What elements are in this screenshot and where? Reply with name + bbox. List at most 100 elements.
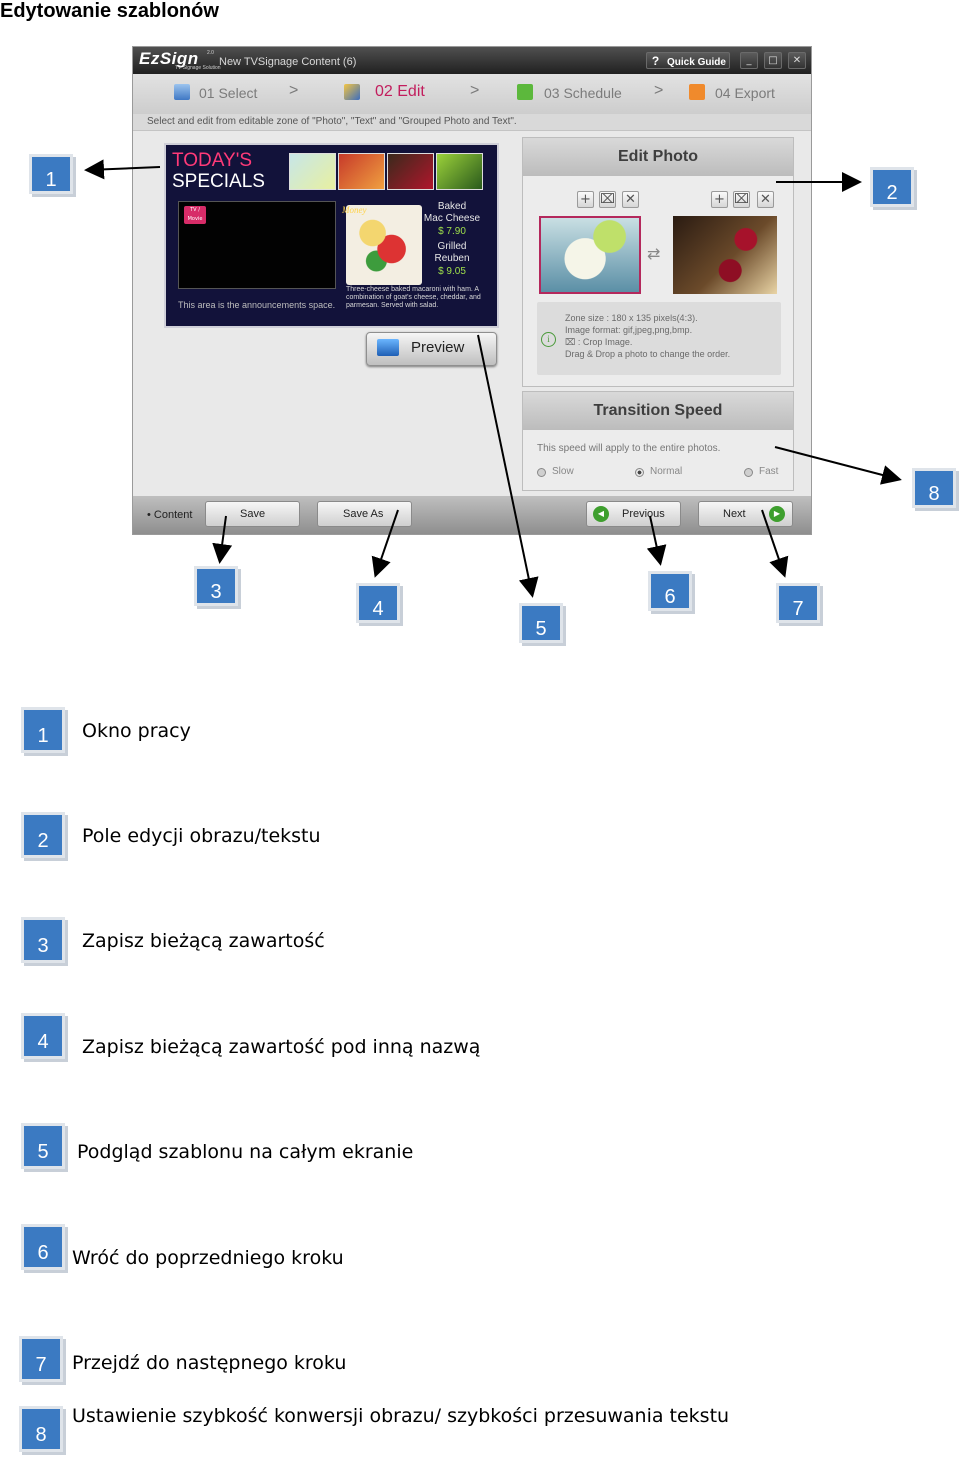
callout-badge-7: 7 xyxy=(776,583,820,623)
photo-slot-2[interactable] xyxy=(673,216,777,294)
ezsign-window: EzSign 2.0 TV Signage Solution New TVSig… xyxy=(133,47,811,534)
photo-slot-1[interactable] xyxy=(539,216,641,294)
speed-slow-radio[interactable] xyxy=(537,468,546,477)
legend-text-4: Zapisz bieżącą zawartość pod inną nazwą xyxy=(82,1036,481,1058)
callout-badge-3: 3 xyxy=(194,566,238,606)
step-separator: > xyxy=(470,82,480,99)
arrow-3 xyxy=(212,515,233,564)
arrow-6 xyxy=(646,515,667,566)
select-step-icon xyxy=(174,84,190,100)
menu-item2-price: $ 9.05 xyxy=(438,266,466,277)
legend-text-5: Podgląd szablonu na całym ekranie xyxy=(77,1141,414,1163)
callout-arrows xyxy=(84,159,902,598)
minimize-button[interactable]: _ xyxy=(740,52,758,69)
info-zone-size: Zone size : 180 x 135 pixels(4:3). xyxy=(565,313,698,323)
speed-fast-radio[interactable] xyxy=(744,468,753,477)
thumbnail-photo[interactable] xyxy=(387,153,434,190)
template-title-line1: TODAY'S xyxy=(172,150,252,171)
add-photo-button[interactable]: + xyxy=(711,191,728,208)
close-button[interactable]: ✕ xyxy=(788,52,806,69)
crop-photo-button[interactable]: ⌧ xyxy=(733,191,750,208)
next-button[interactable]: Next ▶ xyxy=(698,501,793,527)
legend-badge-5: 5 xyxy=(21,1123,65,1169)
food-photo[interactable] xyxy=(346,205,422,285)
window-title: New TVSignage Content (6) xyxy=(219,56,357,68)
previous-label: Previous xyxy=(622,508,665,520)
instruction-bar: Select and edit from editable zone of "P… xyxy=(133,114,811,131)
legend-badge-2: 2 xyxy=(21,812,65,858)
speed-normal-radio[interactable] xyxy=(635,468,644,477)
menu-item2-name1: Grilled xyxy=(437,241,467,252)
maximize-button[interactable]: □ xyxy=(764,52,782,69)
export-step-icon xyxy=(689,84,705,100)
callout-badge-2: 2 xyxy=(870,167,914,207)
logo-subtitle: TV Signage Solution xyxy=(175,65,221,71)
legend-badge-1: 1 xyxy=(21,707,65,753)
transition-speed-panel: Transition Speed This speed will apply t… xyxy=(522,391,794,491)
arrow-left-icon: ◀ xyxy=(593,506,609,522)
legend-text-3: Zapisz bieżącą zawartość xyxy=(82,930,325,952)
menu-item1-price: $ 7.90 xyxy=(438,226,466,237)
previous-button[interactable]: ◀ Previous xyxy=(586,501,681,527)
arrow-8 xyxy=(774,446,902,485)
money-label: Money xyxy=(342,205,367,215)
add-photo-button[interactable]: + xyxy=(577,191,594,208)
delete-photo-button[interactable]: ✕ xyxy=(757,191,774,208)
info-crop: ⌧ : Crop Image. xyxy=(565,337,633,347)
document-title: Edytowanie szablonów xyxy=(0,0,219,22)
legend-badge-4: 4 xyxy=(21,1013,65,1059)
thumbnail-photo[interactable] xyxy=(338,153,385,190)
info-icon: i xyxy=(541,332,556,347)
monitor-icon xyxy=(377,339,399,356)
transition-speed-title: Transition Speed xyxy=(523,392,793,430)
edit-photo-title: Edit Photo xyxy=(523,138,793,176)
save-button[interactable]: Save xyxy=(205,501,300,527)
thumbnail-photo[interactable] xyxy=(436,153,483,190)
menu-description: Three-cheese baked macaroni with ham. A … xyxy=(346,286,481,309)
quick-guide-label: Quick Guide xyxy=(667,57,726,68)
tv-movie-icon: TV / Movie xyxy=(184,206,206,224)
edit-photo-panel: Edit Photo + ⌧ ✕ + ⌧ ✕ ⇄ i Zone size : 1… xyxy=(522,137,794,387)
title-bar: EzSign 2.0 TV Signage Solution New TVSig… xyxy=(133,47,811,74)
help-icon: ? xyxy=(651,54,660,68)
legend-text-8: Ustawienie szybkość konwersji obrazu/ sz… xyxy=(72,1405,730,1427)
delete-photo-button[interactable]: ✕ xyxy=(622,191,639,208)
announcement-text: This area is the announcements space. xyxy=(178,300,336,310)
preview-label: Preview xyxy=(411,339,465,356)
logo-version: 2.0 xyxy=(207,50,214,56)
menu-item1-name1: Baked xyxy=(437,201,467,212)
step-export[interactable]: 04 Export xyxy=(715,85,775,101)
swap-icon[interactable]: ⇄ xyxy=(647,244,661,263)
thumbnail-photo[interactable] xyxy=(289,153,336,190)
callout-badge-1: 1 xyxy=(29,154,73,194)
arrow-5 xyxy=(477,334,539,598)
callout-badge-6: 6 xyxy=(648,571,692,611)
step-edit[interactable]: 02 Edit xyxy=(375,83,425,100)
legend-text-6: Wróć do poprzedniego kroku xyxy=(72,1247,344,1269)
schedule-step-icon xyxy=(517,84,533,100)
template-work-area[interactable]: TODAY'S SPECIALS TV / Movie Money Baked … xyxy=(164,143,499,328)
preview-button[interactable]: Preview xyxy=(366,332,497,366)
arrow-7 xyxy=(761,509,789,578)
callout-badge-4: 4 xyxy=(356,583,400,623)
legend-text-2: Pole edycji obrazu/tekstu xyxy=(82,825,321,847)
step-schedule[interactable]: 03 Schedule xyxy=(544,85,622,101)
crop-photo-button[interactable]: ⌧ xyxy=(599,191,616,208)
legend-text-7: Przejdź do następnego kroku xyxy=(72,1352,347,1374)
template-title: TODAY'S SPECIALS xyxy=(172,150,265,192)
legend-badge-3: 3 xyxy=(21,917,65,963)
instruction-text: Select and edit from editable zone of "P… xyxy=(147,116,517,127)
step-select[interactable]: 01 Select xyxy=(199,85,258,101)
callout-badge-5: 5 xyxy=(519,603,563,643)
arrow-4 xyxy=(371,509,399,578)
step-separator: > xyxy=(289,82,299,99)
edit-step-icon xyxy=(344,84,360,100)
ezsign-logo: EzSign xyxy=(139,49,199,68)
legend-badge-8: 8 xyxy=(19,1406,63,1452)
callout-badge-8: 8 xyxy=(912,468,956,508)
quick-guide-button[interactable]: ? Quick Guide xyxy=(646,52,730,69)
content-label: • Content xyxy=(147,509,193,521)
legend-badge-7: 7 xyxy=(19,1336,63,1382)
info-drag-drop: Drag & Drop a photo to change the order. xyxy=(565,349,731,359)
legend-text-1: Okno pracy xyxy=(82,720,191,742)
